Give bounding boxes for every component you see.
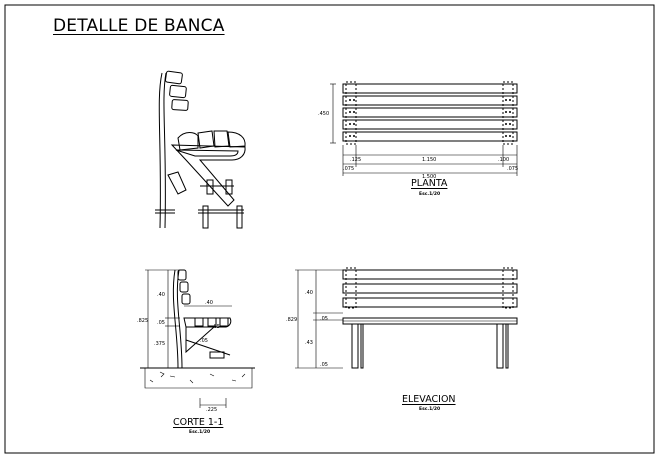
side-view-drawing (155, 70, 246, 229)
planta-dim-left-b: .125 (350, 157, 361, 163)
planta-scale: Esc.1/20 (419, 192, 441, 197)
elevacion-dim-mid: .05 (320, 316, 328, 322)
elevacion-dim-base: .05 (320, 362, 328, 368)
page-title: DETALLE DE BANCA (53, 16, 225, 36)
planta-dimension-labels: .450 .125 1.150 .100 .075 .075 1.500 (318, 111, 518, 180)
corte-drawing (140, 269, 255, 408)
planta-dim-depth: .450 (318, 111, 329, 117)
corte-dim-seat: .40 (205, 300, 213, 306)
corte-dimension-labels: .825 .40 .05 .375 .40 .05 .05 .225 (137, 292, 220, 413)
corte-dim-support: .05 (200, 338, 208, 344)
planta-dim-right-b: .100 (498, 157, 509, 163)
planta-dim-left-a: .075 (343, 166, 354, 172)
corte-dim-mid: .05 (157, 320, 165, 326)
planta-dim-right-a: .075 (507, 166, 518, 172)
planta-label: PLANTA (411, 178, 448, 189)
elevacion-dim-total: .829 (286, 317, 297, 323)
corte-dim-angle: .05 (212, 324, 220, 330)
elevacion-dimension-labels: .829 .40 .05 .43 .05 (286, 290, 328, 368)
elevacion-scale: Esc.1/20 (419, 407, 441, 412)
elevacion-label: ELEVACION (402, 394, 456, 405)
corte-label: CORTE 1-1 (173, 417, 224, 428)
elevacion-dim-lower: .43 (305, 340, 313, 346)
corte-dim-lower: .375 (154, 341, 165, 347)
corte-dim-total: .825 (137, 318, 148, 324)
planta-dim-total: 1.500 (422, 174, 436, 180)
sheet-border (4, 4, 655, 454)
planta-drawing (330, 81, 518, 176)
elevacion-drawing (295, 267, 518, 369)
planta-dim-inner: 1.150 (422, 157, 436, 163)
corte-dim-footing: .225 (206, 407, 217, 413)
corte-scale: Esc.1/20 (189, 430, 211, 435)
elevacion-dim-upper: .40 (305, 290, 313, 296)
corte-dim-upper: .40 (157, 292, 165, 298)
